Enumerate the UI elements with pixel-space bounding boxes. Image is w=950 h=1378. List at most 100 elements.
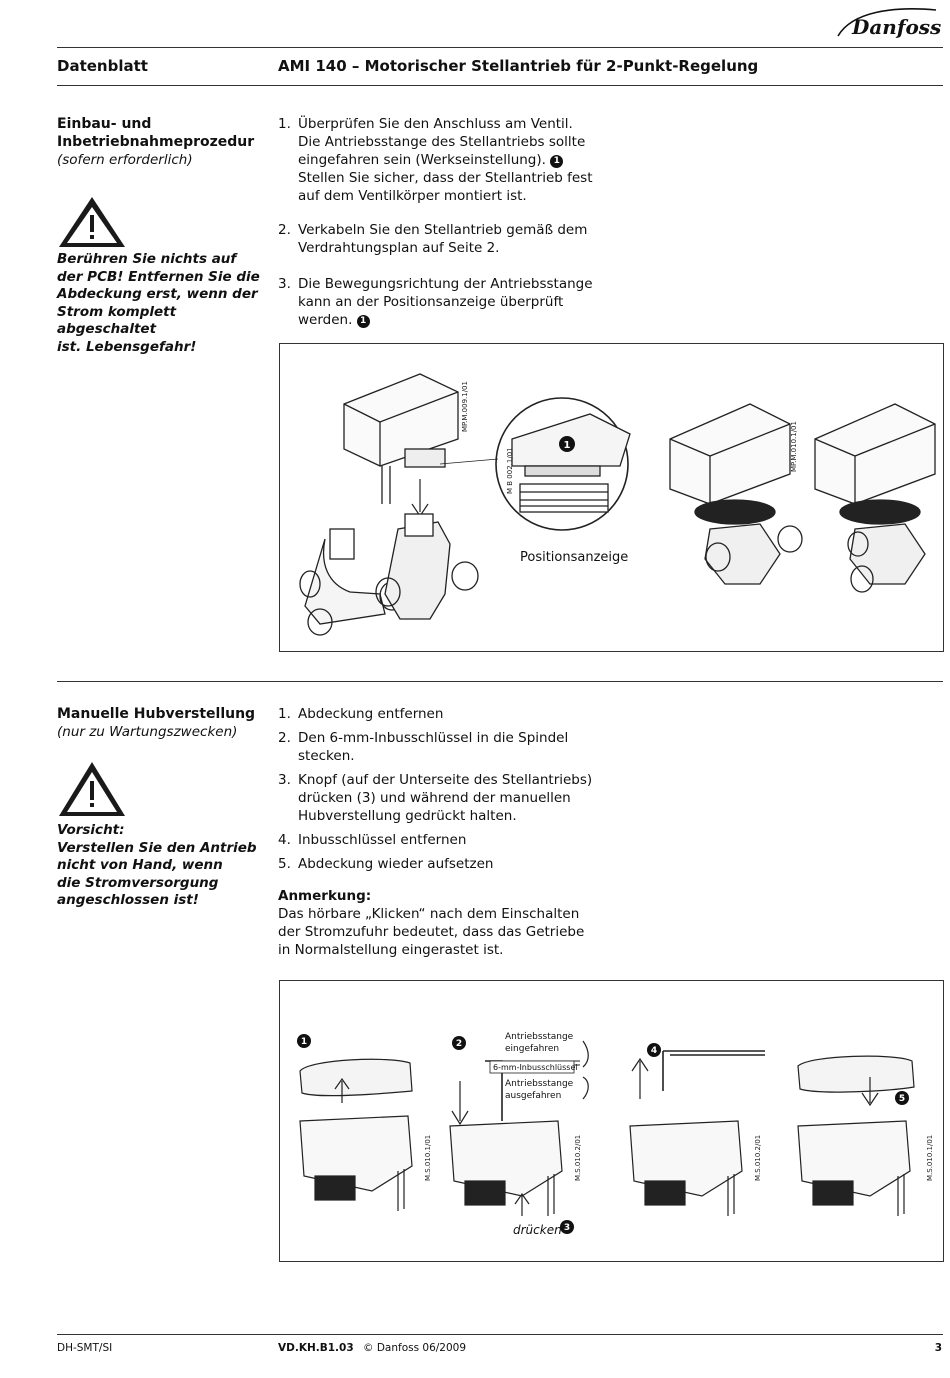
marker-1-icon [559, 436, 575, 452]
marker-label: 4 [651, 1046, 657, 1056]
warning-line: ist. Lebensgefahr! [57, 338, 197, 355]
section1-title-1: Einbau- und [57, 116, 152, 132]
section2-subtitle: (nur zu Wartungszwecken) [57, 724, 238, 740]
figure-code: M.S.010.1/01 [424, 1135, 432, 1181]
page-number: 3 [934, 1342, 942, 1354]
step-line: Überprüfen Sie den Anschluss am Ventil. [298, 116, 573, 132]
step-line: Verdrahtungsplan auf Seite 2. [298, 240, 500, 256]
marker-label: 5 [899, 1094, 905, 1104]
step-item: 3. Knopf (auf der Unterseite des Stellan… [278, 771, 608, 825]
step-number: 3. [278, 276, 291, 292]
page-title: AMI 140 – Motorischer Stellantrieb für 2… [278, 57, 759, 75]
step-line: stecken. [298, 748, 355, 764]
step-line: drücken (3) und während der manuellen [298, 790, 571, 806]
step-number: 2. [278, 222, 291, 238]
doc-type: Datenblatt [57, 57, 148, 75]
label-eingefahren: Antriebsstange [505, 1032, 574, 1042]
step-line: Den 6-mm-Inbusschlüssel in die Spindel [298, 730, 569, 746]
header-rule-bottom [57, 85, 943, 86]
note-title: Anmerkung: [278, 888, 372, 904]
manual-adjustment-illustration: 1 2 3 4 5 Antriebsstange eingefahren Ant… [297, 1032, 934, 1237]
doc-code: VD.KH.B1.03 [278, 1342, 354, 1354]
label-ausgefahren: Antriebsstange [505, 1079, 574, 1089]
label-druecken: drücken [513, 1223, 562, 1237]
section2-warning: Vorsicht: Verstellen Sie den Antrieb nic… [57, 822, 272, 910]
copyright: © Danfoss 06/2009 [363, 1342, 467, 1354]
marker-1-icon: 1 [356, 315, 370, 328]
step-line: Inbusschlüssel entfernen [298, 832, 467, 848]
warning-triangle-icon [59, 762, 125, 816]
step-item: 4. Inbusschlüssel entfernen [278, 831, 608, 849]
step-number: 5. [278, 856, 291, 872]
step-line: Abdeckung entfernen [298, 706, 444, 722]
footer-rule [57, 1334, 943, 1335]
step-item: 2. Den 6-mm-Inbusschlüssel in die Spinde… [278, 729, 608, 765]
step-item: 2. Verkabeln Sie den Stellantrieb gemäß … [278, 221, 608, 257]
section2-title: Manuelle Hubverstellung [57, 706, 256, 722]
step-line: Die Antriebsstange des Stellantriebs sol… [298, 134, 586, 150]
step-line: eingefahren sein (Werkseinstellung). [298, 152, 546, 168]
step-line: Hubverstellung gedrückt halten. [298, 808, 517, 824]
step-line: Knopf (auf der Unterseite des Stellantri… [298, 772, 593, 788]
section1-subtitle: (sofern erforderlich) [57, 152, 193, 168]
section2-steps: 1. Abdeckung entfernen 2. Den 6-mm-Inbus… [278, 705, 608, 959]
warning-line: Abdeckung erst, wenn der [57, 286, 258, 302]
section2-heading: Manuelle Hubverstellung (nur zu Wartungs… [57, 705, 267, 741]
marker-label: 3 [564, 1223, 570, 1233]
step-line: auf dem Ventilkörper montiert ist. [298, 188, 527, 204]
note-line: in Normalstellung eingerastet ist. [278, 942, 504, 958]
figure-code: M.S.010.1/01 [926, 1135, 934, 1181]
step-line: Die Bewegungsrichtung der Antriebsstange [298, 276, 593, 292]
marker-icon-3 [560, 1220, 574, 1234]
installation-illustration: 1 Positionsanzeige MP.M.009.1/01 M B 002… [299, 373, 936, 636]
figure-caption: Positionsanzeige [520, 550, 628, 565]
warning-line: Vorsicht: [57, 822, 125, 838]
figure-code: M B 002.1/01 [506, 447, 514, 494]
marker-label: 2 [456, 1039, 462, 1049]
warning-triangle-icon [59, 197, 125, 247]
step-item: 5. Abdeckung wieder aufsetzen [278, 855, 608, 873]
warning-line: der PCB! Entfernen Sie die [57, 268, 260, 285]
warning-line: Verstellen Sie den Antrieb [57, 839, 257, 856]
marker-icon-5 [895, 1091, 909, 1105]
section1-steps: 1. Überprüfen Sie den Anschluss am Venti… [278, 115, 608, 329]
step-line: Stellen Sie sicher, dass der Stellantrie… [298, 170, 593, 186]
figure-marker: 1 [564, 440, 571, 451]
step-number: 2. [278, 730, 291, 746]
figure-code: MP.M.009.1/01 [461, 381, 469, 432]
marker-label: 1 [301, 1037, 307, 1047]
section1-heading: Einbau- und Inbetriebnahmeprozedur (sofe… [57, 115, 267, 169]
warning-line: Strom komplett abgeschaltet [57, 303, 177, 338]
step-line: werden. [298, 312, 353, 328]
section-divider [57, 681, 943, 682]
figure-code: M.S.010.2/01 [754, 1135, 762, 1181]
warning-line: die Stromversorgung [57, 874, 219, 891]
label-eingefahren: eingefahren [505, 1044, 559, 1054]
step-number: 1. [278, 706, 291, 722]
step-number: 3. [278, 772, 291, 788]
warning-line: Berühren Sie nichts auf [57, 251, 237, 267]
label-key: 6-mm-Inbusschlüssel [493, 1063, 578, 1072]
header-rule [57, 47, 943, 48]
footer-center: VD.KH.B1.03 © Danfoss 06/2009 [278, 1342, 466, 1354]
figure-code: MP.M.010.1/01 [790, 421, 798, 472]
figure-manual-adjustment: 1 2 3 4 5 Antriebsstange eingefahren Ant… [279, 980, 944, 1262]
step-line: Abdeckung wieder aufsetzen [298, 856, 494, 872]
step-item: 3. Die Bewegungsrichtung der Antriebssta… [278, 275, 608, 329]
section1-warning: Berühren Sie nichts auf der PCB! Entfern… [57, 251, 272, 356]
step-item: 1. Überprüfen Sie den Anschluss am Venti… [278, 115, 608, 205]
note-line: Das hörbare „Klicken“ nach dem Einschalt… [278, 906, 580, 922]
step-number: 4. [278, 832, 291, 848]
warning-line: nicht von Hand, wenn [57, 857, 223, 873]
figure-installation: 1 Positionsanzeige MP.M.009.1/01 M B 002… [279, 343, 944, 652]
step-number: 1. [278, 116, 291, 132]
warning-line: angeschlossen ist! [57, 892, 199, 908]
section1-title-2: Inbetriebnahmeprozedur [57, 134, 255, 150]
note: Anmerkung: Das hörbare „Klicken“ nach de… [278, 887, 608, 959]
marker-1-icon: 1 [550, 155, 564, 168]
step-item: 1. Abdeckung entfernen [278, 705, 608, 723]
marker-icon-1 [297, 1034, 311, 1048]
step-line: Verkabeln Sie den Stellantrieb gemäß dem [298, 222, 588, 238]
footer-left: DH-SMT/SI [57, 1342, 113, 1354]
marker-icon-4 [647, 1043, 661, 1057]
